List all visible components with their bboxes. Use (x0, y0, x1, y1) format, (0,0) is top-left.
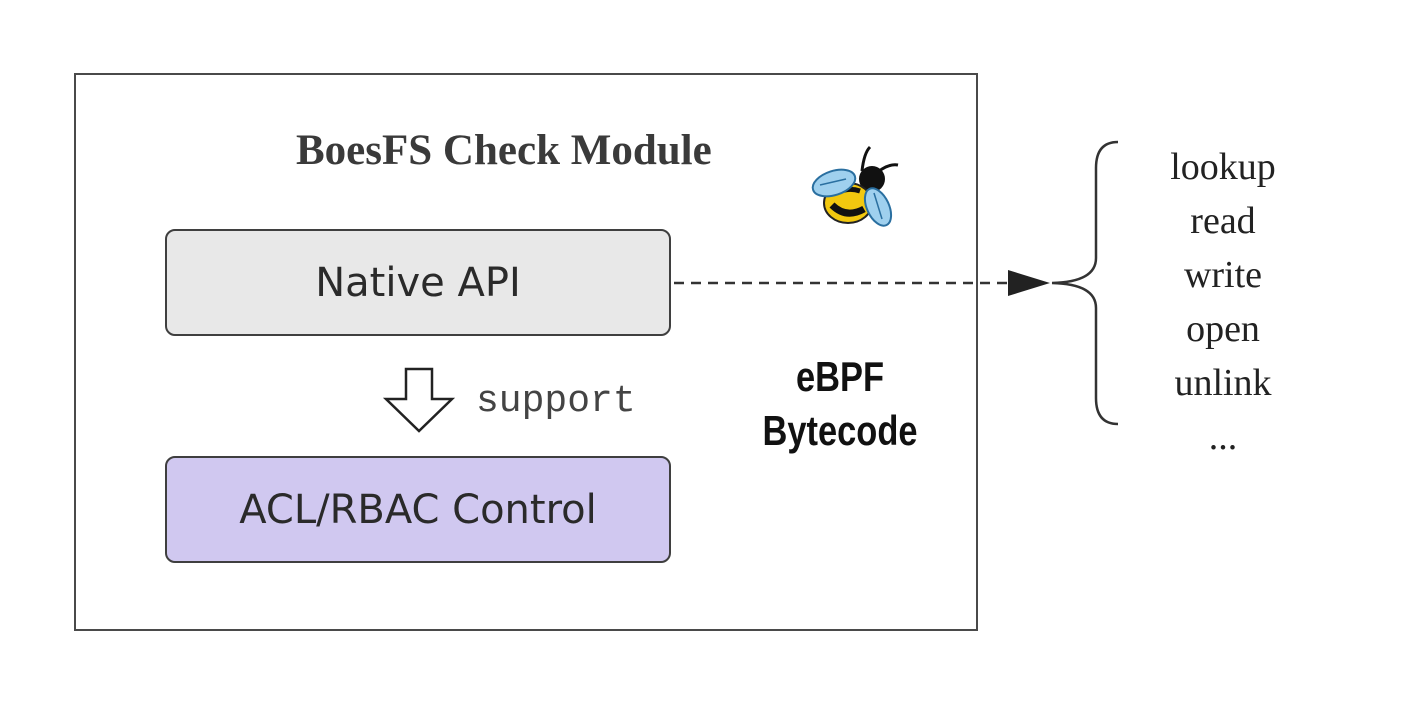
module-title: BoesFS Check Module (296, 127, 712, 174)
ebpf-label-line-1: eBPF (795, 353, 885, 400)
operation-list: lookup read write open unlink ... (1150, 140, 1296, 464)
bee-icon (811, 145, 899, 227)
operation-item: read (1190, 200, 1256, 242)
operation-item: unlink (1174, 362, 1272, 404)
acl-rbac-control-label: ACL/RBAC Control (239, 486, 597, 533)
native-api-label: Native API (315, 259, 521, 306)
operation-item: ... (1208, 416, 1238, 458)
ebpf-label-line-2: Bytecode (762, 407, 918, 454)
operation-item: open (1186, 308, 1260, 350)
connector-arrowhead (1008, 270, 1050, 296)
ebpf-bytecode-label: eBPF Bytecode (748, 350, 932, 458)
acl-rbac-control-box: ACL/RBAC Control (165, 456, 671, 563)
down-arrow-icon (382, 367, 456, 433)
operation-item: write (1183, 254, 1263, 296)
curly-brace (1051, 140, 1119, 426)
support-label: support (476, 380, 636, 423)
native-api-box: Native API (165, 229, 671, 336)
operation-item: lookup (1170, 146, 1276, 188)
